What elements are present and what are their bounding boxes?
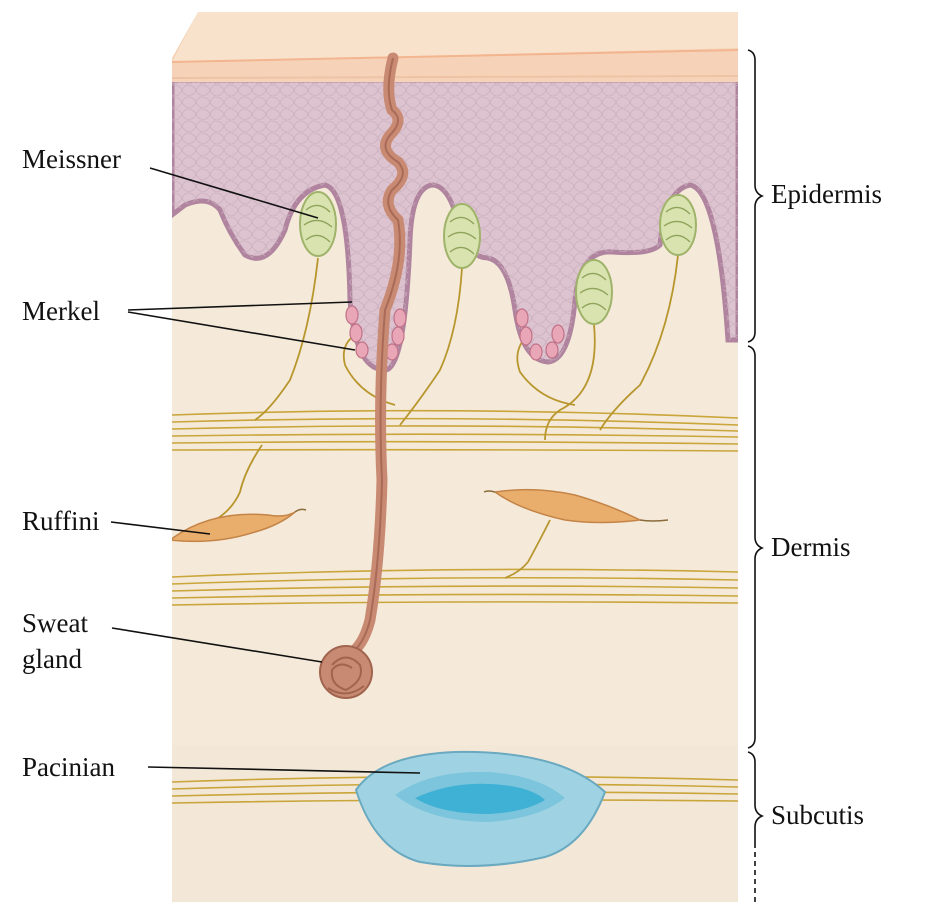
pacinian-label: Pacinian: [22, 752, 115, 782]
region-brackets: [747, 49, 765, 902]
sweat-gland-label-line2: gland: [22, 644, 82, 674]
collagen-fibers-lower: [172, 568, 738, 606]
meissner-corpuscles: [299, 191, 697, 325]
leader-lines: [110, 167, 421, 774]
merkel-label: Merkel: [22, 296, 100, 326]
sweat-gland: [319, 52, 409, 699]
dermis-label: Dermis: [771, 532, 850, 562]
ruffini-label: Ruffini: [22, 506, 100, 536]
pacinian-corpuscle: [354, 750, 607, 867]
sweat-gland-label-line1: Sweat: [22, 608, 88, 638]
collagen-fibers-upper: [172, 409, 738, 452]
epidermis-label: Epidermis: [771, 179, 882, 209]
nerve-fibers: [214, 254, 679, 579]
meissner-label: Meissner: [22, 144, 121, 174]
ruffini-endings: [172, 488, 669, 543]
merkel-cells: [345, 305, 565, 361]
subcutis-label: Subcutis: [771, 800, 864, 830]
